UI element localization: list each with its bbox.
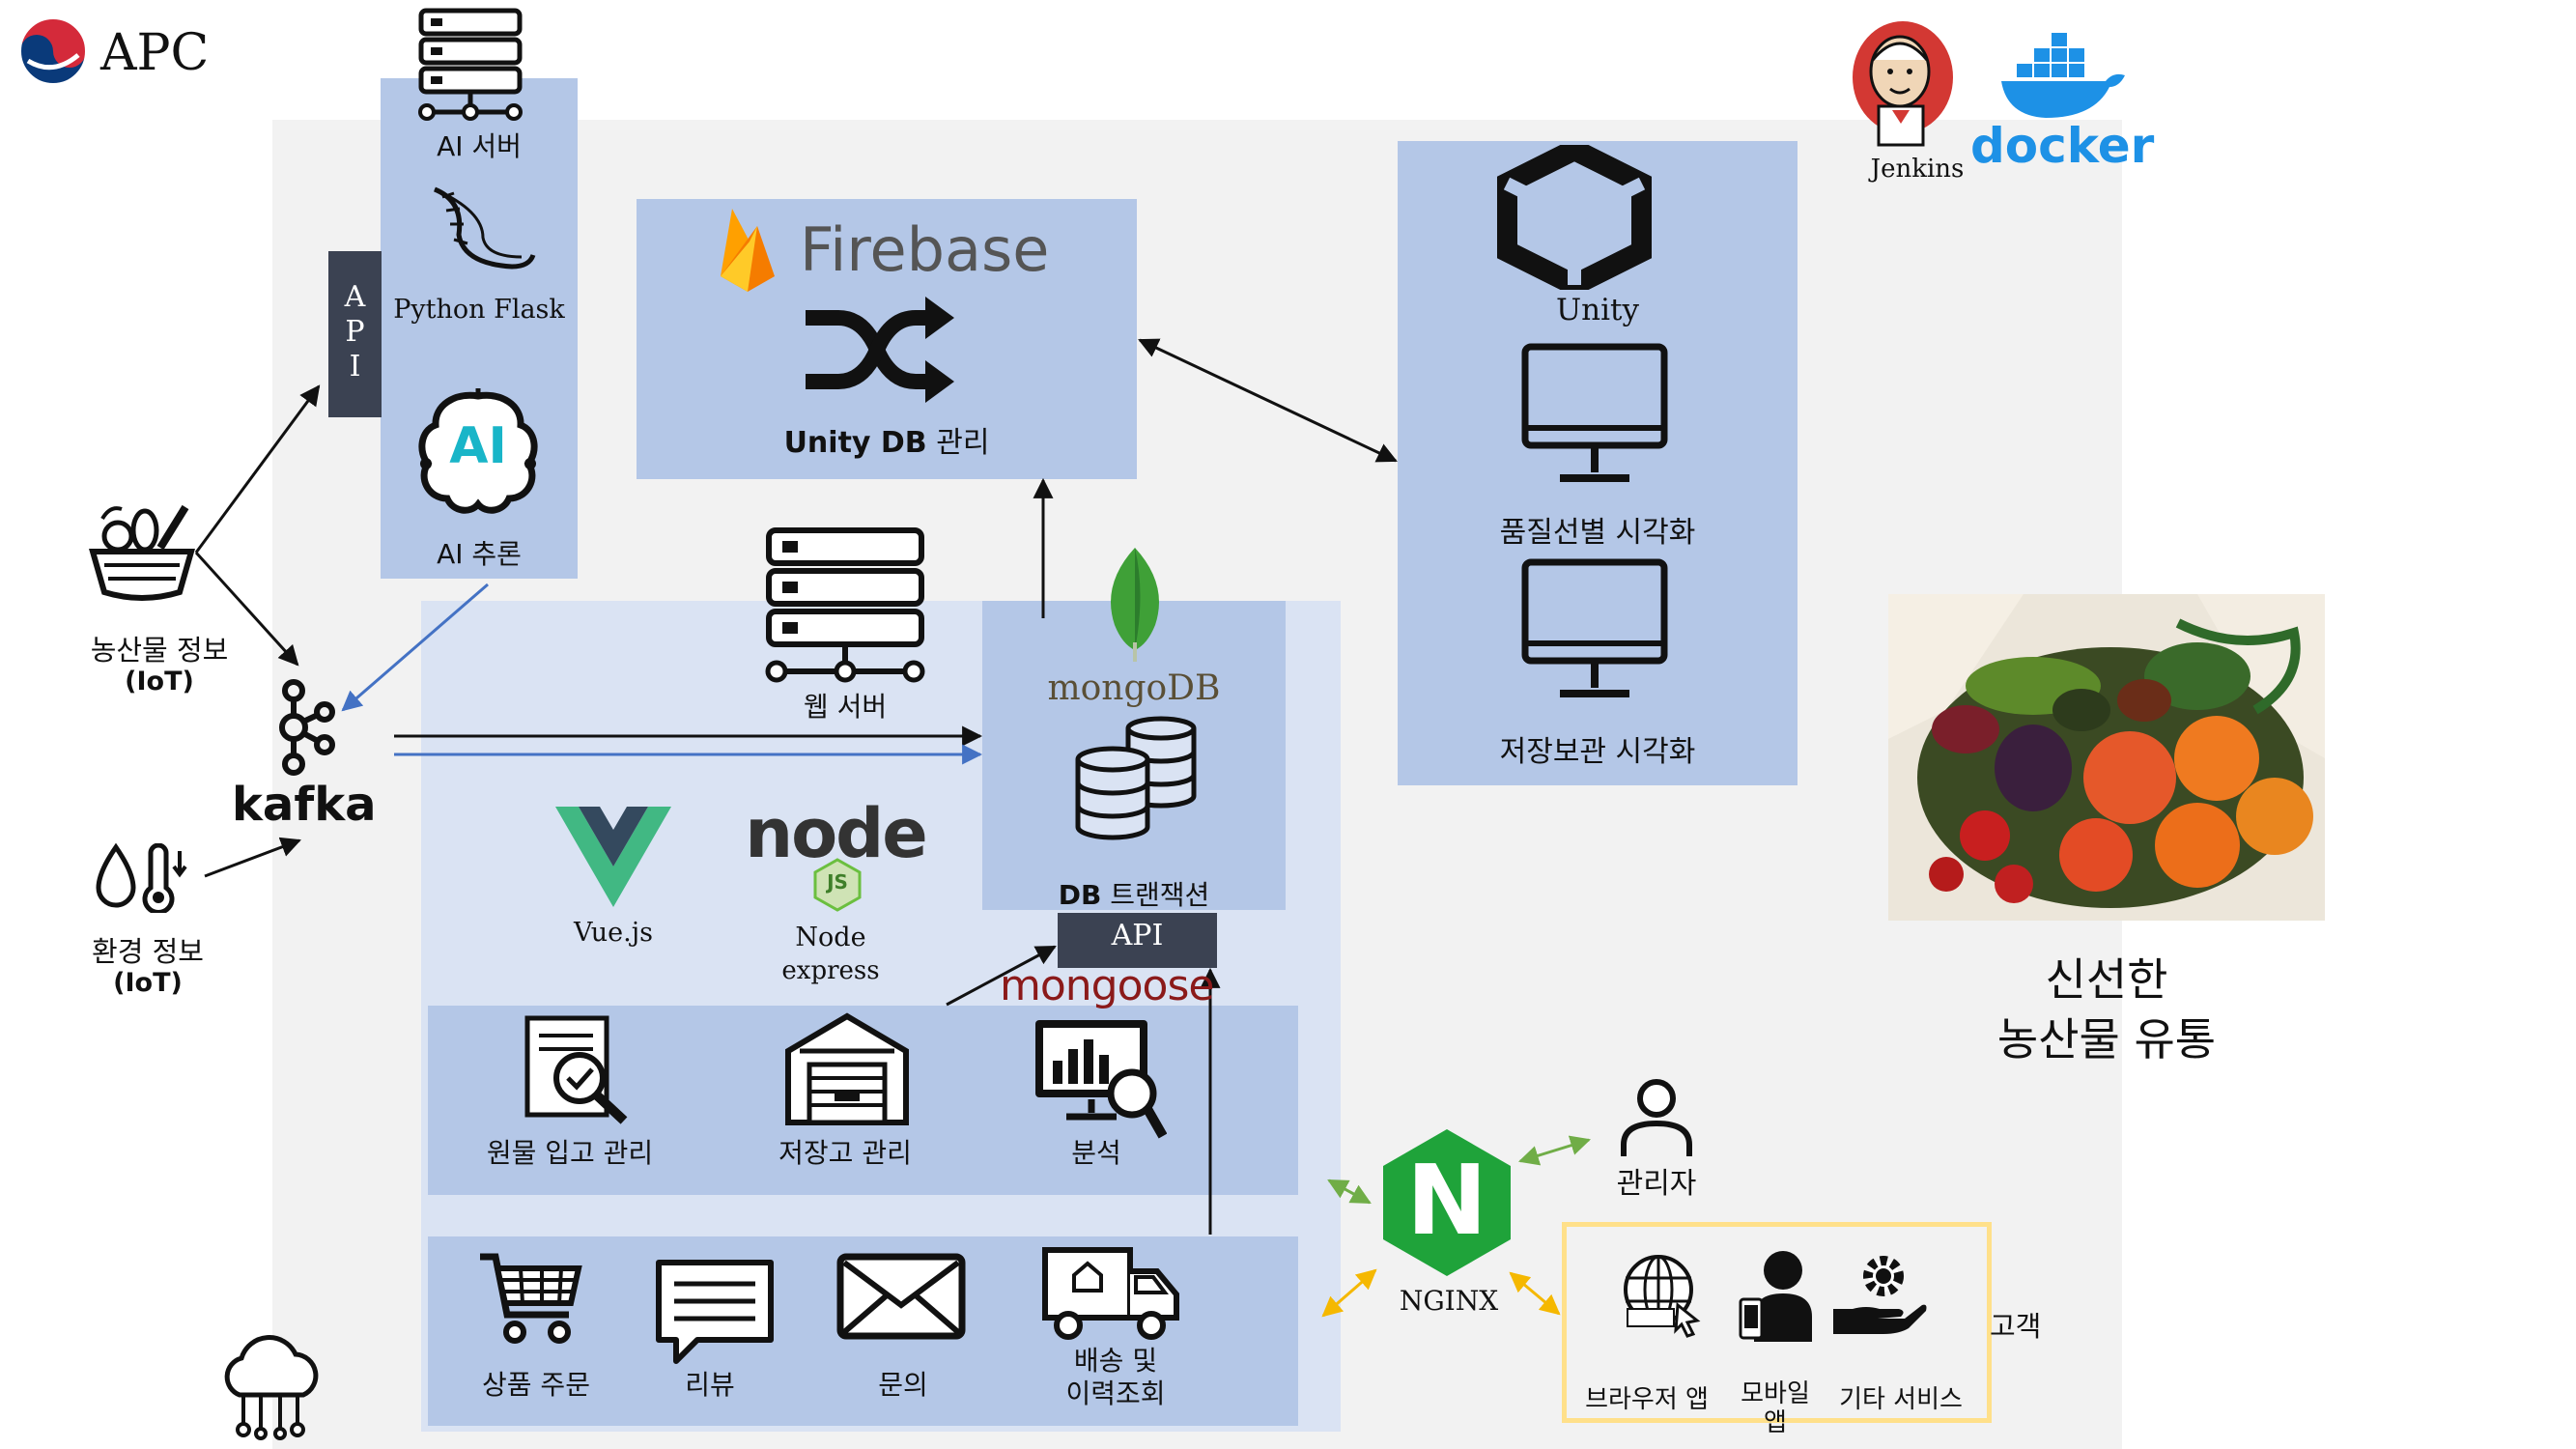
unity-viz1-label: 품질선별 시각화 xyxy=(1499,516,1696,550)
module-warehouse-label[interactable]: 저장고 관리 xyxy=(778,1137,912,1169)
node-express-label: express xyxy=(781,956,880,985)
module-delivery-label[interactable]: 배송 및 이력조회 xyxy=(1065,1345,1166,1409)
jenkins-label: Jenkins xyxy=(1870,155,1965,184)
monitor-icon-1 xyxy=(1521,343,1668,488)
right-title-line2: 농산물 유통 xyxy=(1996,1013,2217,1065)
ai-server-title: AI 서버 xyxy=(437,130,522,162)
inspection-doc-icon xyxy=(522,1014,633,1125)
web-server-icon xyxy=(763,526,927,683)
web-server-label: 웹 서버 xyxy=(803,691,888,723)
kafka-icon xyxy=(269,679,336,776)
nginx-hex-icon xyxy=(1379,1125,1514,1280)
admin-user-icon xyxy=(1618,1077,1695,1159)
produce-label: 농산물 정보 xyxy=(90,634,229,667)
env-sensor-icon xyxy=(95,842,187,915)
firebase-caption-bold: Unity DB xyxy=(783,426,927,460)
firebase-caption: Unity DB 관리 xyxy=(637,418,1137,461)
db-transaction-rest: 트랜잭션 xyxy=(1101,879,1210,911)
produce-image xyxy=(1888,594,2325,921)
flask-icon xyxy=(425,182,537,278)
api-vertical-label: A P I xyxy=(344,280,366,384)
module-raw-receiving-label[interactable]: 원물 입고 관리 xyxy=(486,1137,654,1169)
ai-server-icon xyxy=(417,8,524,122)
env-iot-label: (IoT) xyxy=(113,968,183,998)
ai-brain-icon xyxy=(410,384,546,520)
shuffle-icon xyxy=(800,295,956,405)
monitor-icon-2 xyxy=(1521,558,1668,703)
mongodb-name: mongoDB xyxy=(1047,668,1221,708)
firebase-name: Firebase xyxy=(800,214,1050,285)
nginx-label: NGINX xyxy=(1399,1285,1499,1317)
firebase-icon xyxy=(715,207,782,294)
ai-infer-label: AI 추론 xyxy=(437,538,522,570)
jenkins-icon xyxy=(1850,17,1956,162)
review-bubble-icon xyxy=(655,1259,775,1365)
db-transaction-label: DB 트랜잭션 xyxy=(982,874,1286,913)
apc-logo xyxy=(18,16,88,86)
customer-mobile-label: 모바일 앱 xyxy=(1741,1379,1810,1437)
env-label: 환경 정보 xyxy=(92,935,204,968)
mail-envelope-icon xyxy=(836,1253,966,1340)
produce-iot-label: (IoT) xyxy=(125,667,194,696)
shopping-cart-icon xyxy=(478,1251,584,1348)
unity-viz2-label: 저장보관 시각화 xyxy=(1499,735,1696,769)
docker-whale-icon xyxy=(1997,29,2128,121)
taegeuk-icon xyxy=(19,17,87,85)
node-js-badge: JS xyxy=(827,870,848,894)
right-title-line1: 신선한 xyxy=(2045,953,2168,1006)
firebase-caption-rest: 관리 xyxy=(926,426,990,460)
unity-name: Unity xyxy=(1556,293,1639,327)
docker-label: docker xyxy=(1970,118,2155,174)
unity-logo-icon xyxy=(1496,137,1653,298)
module-analysis-label[interactable]: 분석 xyxy=(1071,1137,1121,1169)
database-icon xyxy=(1070,715,1215,840)
kafka-label: kafka xyxy=(232,778,377,832)
produce-photo xyxy=(1888,594,2325,921)
analytics-monitor-icon xyxy=(1032,1016,1168,1140)
customer-other-label: 기타 서비스 xyxy=(1839,1385,1963,1414)
admin-label: 관리자 xyxy=(1616,1167,1697,1201)
delivery-truck-icon xyxy=(1041,1246,1180,1343)
api-box-label: API xyxy=(1111,919,1164,952)
module-inquiry-label[interactable]: 문의 xyxy=(878,1369,928,1401)
nginx-glyph: N xyxy=(1406,1144,1487,1257)
api-box[interactable] xyxy=(1058,913,1217,968)
customer-group xyxy=(1562,1222,1992,1423)
api-vertical-bar xyxy=(328,251,382,417)
node-label: Node xyxy=(795,923,866,952)
customer-browser-label: 브라우저 앱 xyxy=(1585,1385,1709,1414)
vue-logo-icon xyxy=(555,807,671,907)
ai-brain-glyph: AI xyxy=(449,417,507,475)
warehouse-icon xyxy=(784,1012,910,1126)
produce-basket-icon xyxy=(85,497,199,604)
service-hand-gear-icon xyxy=(1831,1249,1928,1338)
apc-logo-text: APC xyxy=(100,24,210,82)
module-order-label[interactable]: 상품 주문 xyxy=(482,1369,590,1401)
node-js-hex-icon xyxy=(813,858,862,912)
db-transaction-bold: DB xyxy=(1058,879,1102,911)
vue-label: Vue.js xyxy=(574,918,653,948)
mongoose-label: mongoose xyxy=(1000,961,1214,1010)
mongodb-leaf-icon xyxy=(1101,546,1169,662)
cloud-network-icon xyxy=(214,1333,328,1441)
python-flask-label: Python Flask xyxy=(393,295,565,325)
mobile-user-icon xyxy=(1739,1249,1816,1342)
customer-label: 고객 xyxy=(1990,1310,2042,1343)
browser-globe-icon xyxy=(1618,1251,1705,1338)
module-review-label[interactable]: 리뷰 xyxy=(685,1369,735,1401)
